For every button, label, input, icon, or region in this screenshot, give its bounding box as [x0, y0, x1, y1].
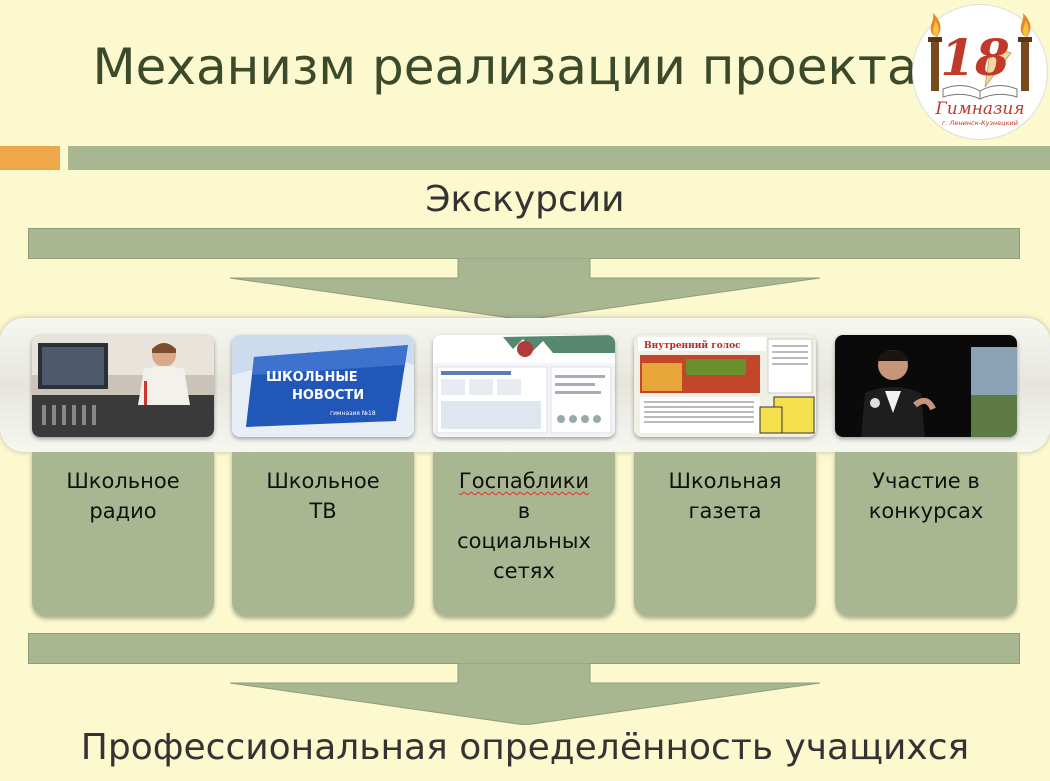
box-school-radio: Школьное радио — [32, 452, 214, 616]
box-line: в — [517, 499, 531, 523]
slide-title: Механизм реализации проекта — [92, 38, 918, 96]
tv-text-line2: НОВОСТИ — [292, 388, 364, 403]
box-line: конкурсах — [868, 499, 984, 523]
box-line: Школьное — [266, 469, 380, 493]
gymnasium-logo: 18 Гимназия г. Ленинск-Кузнецкий — [912, 4, 1048, 140]
accent-bar-orange — [0, 146, 60, 170]
box-line: сетях — [493, 559, 555, 583]
box-line: Школьная — [668, 469, 782, 493]
right-torch-icon — [1018, 13, 1032, 91]
down-arrow-icon — [230, 258, 820, 320]
spellcheck-word: Госпаблики — [458, 469, 590, 493]
tv-text-line3: гимназия №18 — [330, 410, 376, 417]
header-divider-bar — [68, 146, 1050, 170]
box-public-pages: Госпаблики в социальных сетях — [433, 452, 615, 616]
photo-school-newspaper: Внутренний голос — [634, 335, 816, 437]
photo-contest — [835, 335, 1017, 437]
left-torch-icon — [928, 13, 942, 91]
newspaper-title: Внутренний голос — [644, 340, 741, 351]
excursions-heading: Экскурсии — [425, 179, 625, 220]
box-school-tv: Школьное ТВ — [232, 452, 414, 616]
box-line: социальных — [457, 529, 591, 553]
down-arrow-icon — [230, 663, 820, 725]
box-contests: Участие в конкурсах — [835, 452, 1017, 616]
photo-school-tv: ШКОЛЬНЫЕ НОВОСТИ гимназия №18 — [232, 335, 414, 437]
top-flow-strip — [28, 228, 1020, 259]
box-line: Школьное — [66, 469, 180, 493]
box-school-newspaper: Школьная газета — [634, 452, 816, 616]
box-line: Участие в — [872, 469, 980, 493]
bottom-flow-strip — [28, 633, 1020, 664]
photo-school-radio — [32, 335, 214, 437]
logo-graphic: 18 Гимназия г. Ленинск-Кузнецкий — [928, 13, 1032, 127]
box-line: Госпаблики — [433, 466, 615, 496]
logo-number: 18 — [940, 28, 1010, 87]
logo-name: Гимназия — [934, 99, 1024, 119]
box-line: радио — [89, 499, 157, 523]
outcome-heading: Профессиональная определённость учащихся — [80, 727, 970, 768]
photo-social-page — [433, 335, 615, 437]
box-line: газета — [688, 499, 762, 523]
logo-city: г. Ленинск-Кузнецкий — [942, 119, 1018, 127]
tv-text-line1: ШКОЛЬНЫЕ — [266, 370, 358, 385]
open-book-icon — [942, 85, 1018, 100]
quill-icon — [984, 51, 1012, 88]
box-line: ТВ — [309, 499, 337, 523]
